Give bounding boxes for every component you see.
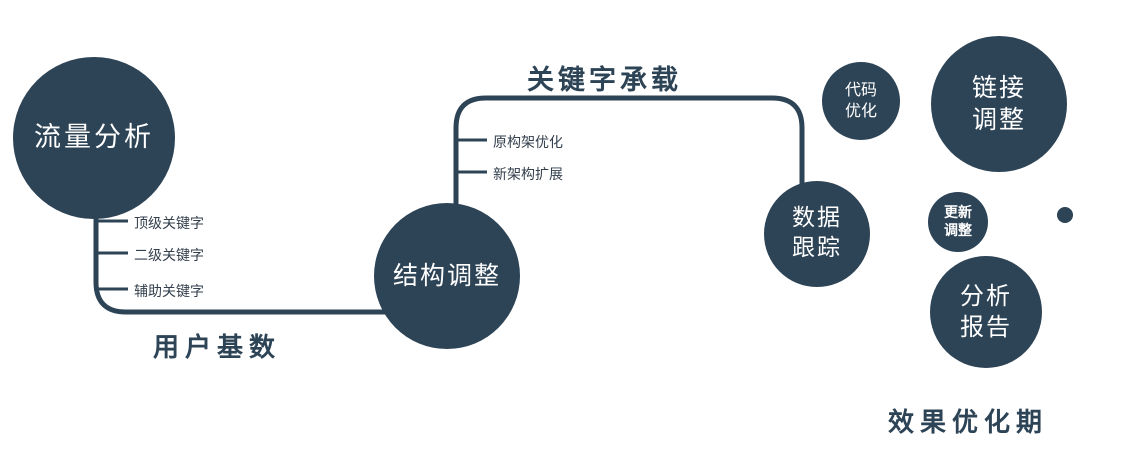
node-traffic-analysis-label: 流量分析 <box>34 122 154 154</box>
tick-label-auxiliary-keywords: 辅助关键字 <box>134 284 204 300</box>
tick-label-new-framework: 新架构扩展 <box>493 167 563 183</box>
node-traffic-analysis: 流量分析 <box>13 57 175 219</box>
edge-label-keyword-carry: 关键字承载 <box>527 65 682 96</box>
node-analysis-report-label: 分析 报告 <box>960 281 1012 341</box>
node-link-adjust-label: 链接 调整 <box>971 72 1026 135</box>
tick-label-original-framework: 原构架优化 <box>493 135 563 151</box>
tick-label-top-keywords: 顶级关键字 <box>134 216 204 232</box>
footer-label-effect-optimization: 效果优化期 <box>888 408 1049 438</box>
node-data-tracking: 数据 跟踪 <box>764 181 870 287</box>
node-update-adjust-label: 更新 调整 <box>944 204 972 239</box>
edge-label-user-base: 用户基数 <box>153 333 282 363</box>
node-data-tracking-label: 数据 跟踪 <box>792 205 842 261</box>
node-link-adjust: 链接 调整 <box>931 36 1067 172</box>
node-code-optimize-label: 代码 优化 <box>844 80 877 120</box>
node-code-optimize: 代码 优化 <box>822 62 900 140</box>
node-structure-adjust: 结构调整 <box>374 203 520 349</box>
node-structure-adjust-label: 结构调整 <box>392 260 501 290</box>
node-update-adjust: 更新 调整 <box>928 192 988 252</box>
connector-user-base-path <box>93 190 396 315</box>
tick-label-secondary-keywords: 二级关键字 <box>134 248 204 264</box>
node-analysis-report: 分析 报告 <box>930 256 1042 368</box>
connector-keyword-path <box>453 95 805 206</box>
dot-bullet <box>1057 207 1073 223</box>
